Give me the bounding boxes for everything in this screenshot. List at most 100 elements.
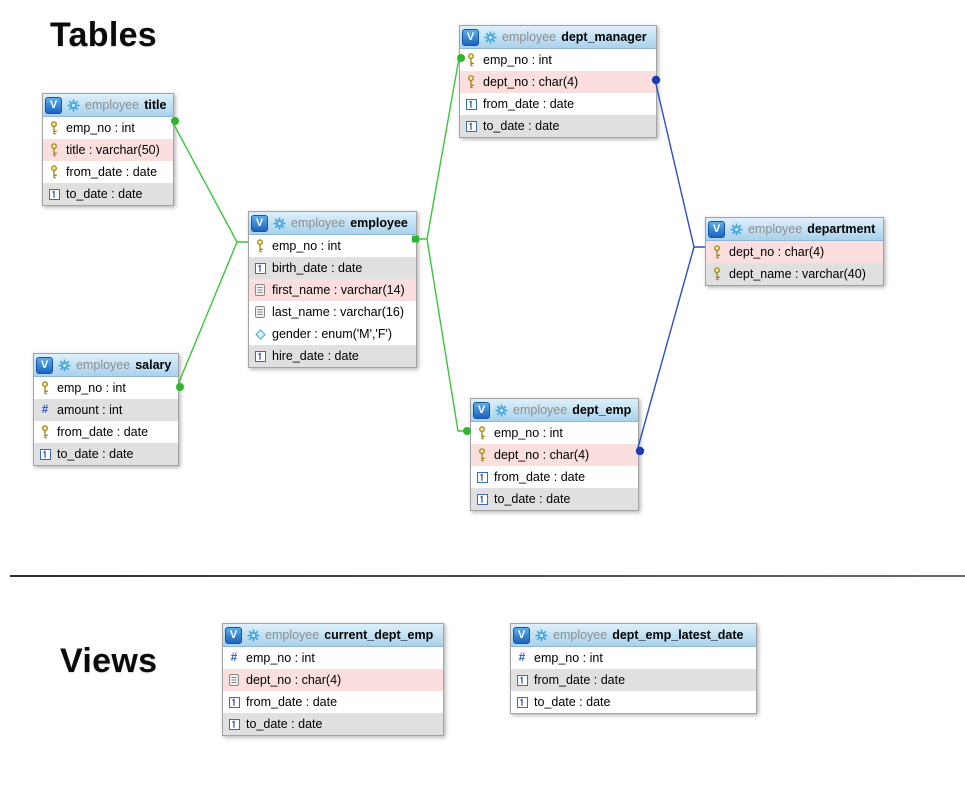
designer-toggle-icon[interactable]: V bbox=[462, 28, 479, 46]
table-options-gear-icon[interactable] bbox=[484, 31, 497, 44]
table-header[interactable]: V employee dept_emp bbox=[471, 399, 638, 422]
key-icon bbox=[476, 426, 488, 440]
column-row[interactable]: birth_date : date bbox=[249, 257, 416, 279]
column-row[interactable]: dept_name : varchar(40) bbox=[706, 263, 883, 285]
designer-toggle-icon[interactable]: V bbox=[251, 214, 268, 232]
column-row[interactable]: to_date : date bbox=[223, 713, 443, 735]
key-icon bbox=[711, 267, 723, 281]
column-row[interactable]: dept_no : char(4) bbox=[706, 241, 883, 263]
table-header[interactable]: V employee title bbox=[43, 94, 173, 117]
column-label: emp_no : int bbox=[66, 121, 135, 135]
column-label: to_date : date bbox=[483, 119, 560, 133]
table-options-gear-icon[interactable] bbox=[58, 359, 71, 372]
column-row[interactable]: from_date : date bbox=[34, 421, 178, 443]
table-header[interactable]: V employee dept_emp_latest_date bbox=[511, 624, 756, 647]
column-row[interactable]: to_date : date bbox=[460, 115, 656, 137]
calendar-icon bbox=[228, 718, 240, 730]
table-header[interactable]: V employee department bbox=[706, 218, 883, 241]
column-label: to_date : date bbox=[57, 447, 134, 461]
column-row[interactable]: #emp_no : int bbox=[223, 647, 443, 669]
column-row[interactable]: from_date : date bbox=[223, 691, 443, 713]
relationship-line-title-employee bbox=[171, 120, 248, 243]
table-options-gear-icon[interactable] bbox=[273, 217, 286, 230]
column-row[interactable]: emp_no : int bbox=[471, 422, 638, 444]
column-row[interactable]: emp_no : int bbox=[43, 117, 173, 139]
column-label: to_date : date bbox=[534, 695, 611, 709]
column-row[interactable]: to_date : date bbox=[43, 183, 173, 205]
key-icon bbox=[39, 425, 51, 439]
schema-name: employee bbox=[502, 30, 557, 44]
column-row[interactable]: emp_no : int bbox=[460, 49, 656, 71]
table-name: department bbox=[807, 222, 876, 236]
enum-icon bbox=[254, 328, 266, 340]
table-options-gear-icon[interactable] bbox=[535, 629, 548, 642]
column-row[interactable]: last_name : varchar(16) bbox=[249, 301, 416, 323]
key-icon bbox=[476, 448, 488, 462]
table-name: dept_emp bbox=[572, 403, 632, 417]
column-label: amount : int bbox=[57, 403, 123, 417]
schema-name: employee bbox=[291, 216, 346, 230]
section-divider bbox=[10, 575, 965, 577]
column-label: dept_no : char(4) bbox=[246, 673, 342, 687]
table-options-gear-icon[interactable] bbox=[247, 629, 260, 642]
column-row[interactable]: hire_date : date bbox=[249, 345, 416, 367]
designer-toggle-icon[interactable]: V bbox=[225, 626, 242, 644]
table-header[interactable]: V employee employee bbox=[249, 212, 416, 235]
column-label: to_date : date bbox=[494, 492, 571, 506]
designer-toggle-icon[interactable]: V bbox=[473, 401, 490, 419]
column-row[interactable]: emp_no : int bbox=[249, 235, 416, 257]
designer-toggle-icon[interactable]: V bbox=[513, 626, 530, 644]
calendar-icon bbox=[516, 696, 528, 708]
key-icon bbox=[48, 165, 60, 179]
key-icon bbox=[465, 75, 477, 89]
column-row[interactable]: to_date : date bbox=[471, 488, 638, 510]
column-row[interactable]: gender : enum('M','F') bbox=[249, 323, 416, 345]
tables-section-heading: Tables bbox=[50, 16, 157, 54]
column-row[interactable]: from_date : date bbox=[511, 669, 756, 691]
designer-toggle-icon[interactable]: V bbox=[45, 96, 62, 114]
column-row[interactable]: emp_no : int bbox=[34, 377, 178, 399]
column-row[interactable]: from_date : date bbox=[460, 93, 656, 115]
column-label: hire_date : date bbox=[272, 349, 359, 363]
table-options-gear-icon[interactable] bbox=[495, 404, 508, 417]
column-label: from_date : date bbox=[534, 673, 626, 687]
column-label: to_date : date bbox=[66, 187, 143, 201]
view-dept-emp-latest-date: V employee dept_emp_latest_date #emp_no … bbox=[510, 623, 757, 714]
column-row[interactable]: dept_no : char(4) bbox=[460, 71, 656, 93]
table-employee: V employee employee emp_no : int birth_d… bbox=[248, 211, 417, 368]
column-row[interactable]: to_date : date bbox=[511, 691, 756, 713]
designer-toggle-icon[interactable]: V bbox=[708, 220, 725, 238]
view-name: current_dept_emp bbox=[324, 628, 434, 642]
column-row[interactable]: from_date : date bbox=[471, 466, 638, 488]
column-row[interactable]: #emp_no : int bbox=[511, 647, 756, 669]
calendar-icon bbox=[39, 448, 51, 460]
column-row[interactable]: to_date : date bbox=[34, 443, 178, 465]
table-header[interactable]: V employee current_dept_emp bbox=[223, 624, 443, 647]
view-name: dept_emp_latest_date bbox=[612, 628, 744, 642]
table-name: dept_manager bbox=[561, 30, 647, 44]
column-label: dept_no : char(4) bbox=[494, 448, 590, 462]
relationship-line-employee-dept-emp bbox=[426, 238, 470, 432]
table-header[interactable]: V employee salary bbox=[34, 354, 178, 377]
designer-toggle-icon[interactable]: V bbox=[36, 356, 53, 374]
schema-name: employee bbox=[265, 628, 320, 642]
column-label: first_name : varchar(14) bbox=[272, 283, 405, 297]
relationship-line-dept-emp-department bbox=[636, 246, 695, 452]
table-department: V employee department dept_no : char(4) … bbox=[705, 217, 884, 286]
column-row[interactable]: from_date : date bbox=[43, 161, 173, 183]
table-header[interactable]: V employee dept_manager bbox=[460, 26, 656, 49]
schema-name: employee bbox=[553, 628, 608, 642]
column-row[interactable]: dept_no : char(4) bbox=[223, 669, 443, 691]
column-row[interactable]: first_name : varchar(14) bbox=[249, 279, 416, 301]
view-current-dept-emp: V employee current_dept_emp #emp_no : in… bbox=[222, 623, 444, 736]
column-row[interactable]: dept_no : char(4) bbox=[471, 444, 638, 466]
column-row[interactable]: title : varchar(50) bbox=[43, 139, 173, 161]
column-label: birth_date : date bbox=[272, 261, 363, 275]
table-options-gear-icon[interactable] bbox=[67, 99, 80, 112]
column-row[interactable]: #amount : int bbox=[34, 399, 178, 421]
column-label: dept_name : varchar(40) bbox=[729, 267, 866, 281]
column-label: dept_no : char(4) bbox=[483, 75, 579, 89]
column-label: emp_no : int bbox=[483, 53, 552, 67]
table-options-gear-icon[interactable] bbox=[730, 223, 743, 236]
schema-name: employee bbox=[513, 403, 568, 417]
